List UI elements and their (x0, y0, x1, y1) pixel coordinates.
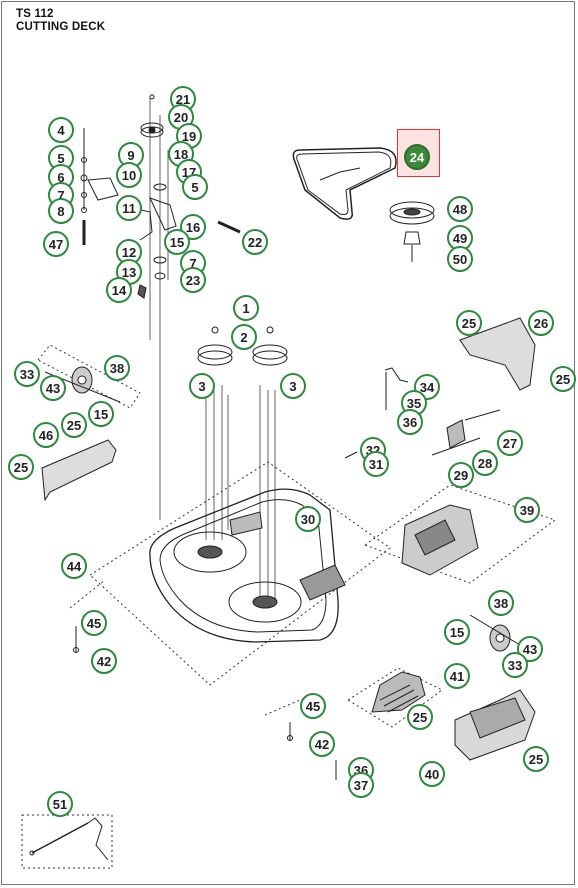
callout-28[interactable]: 28 (472, 450, 498, 476)
callout-47[interactable]: 47 (43, 231, 69, 257)
callout-25[interactable]: 25 (61, 412, 87, 438)
callout-8[interactable]: 8 (48, 198, 74, 224)
callout-3[interactable]: 3 (280, 373, 306, 399)
callout-42[interactable]: 42 (91, 648, 117, 674)
model-title: TS 112 (16, 8, 54, 20)
callout-30[interactable]: 30 (295, 506, 321, 532)
callout-25[interactable]: 25 (523, 746, 549, 772)
callout-14[interactable]: 14 (106, 277, 132, 303)
callout-17[interactable]: 17 (176, 159, 202, 185)
callout-46[interactable]: 46 (33, 422, 59, 448)
callout-33[interactable]: 33 (14, 361, 40, 387)
callout-15[interactable]: 15 (88, 401, 114, 427)
callout-25[interactable]: 25 (407, 704, 433, 730)
callout-23[interactable]: 23 (180, 267, 206, 293)
callout-43[interactable]: 43 (40, 375, 66, 401)
callout-33[interactable]: 33 (502, 652, 528, 678)
callout-45[interactable]: 45 (81, 610, 107, 636)
callout-11[interactable]: 11 (116, 195, 142, 221)
callout-29[interactable]: 29 (448, 462, 474, 488)
callout-25[interactable]: 25 (550, 366, 576, 392)
callout-50[interactable]: 50 (447, 246, 473, 272)
callout-1[interactable]: 1 (233, 295, 259, 321)
callout-39[interactable]: 39 (514, 497, 540, 523)
callout-36[interactable]: 36 (397, 409, 423, 435)
callout-40[interactable]: 40 (419, 761, 445, 787)
callout-51[interactable]: 51 (47, 791, 73, 817)
callout-27[interactable]: 27 (497, 430, 523, 456)
callout-10[interactable]: 10 (116, 162, 142, 188)
callout-41[interactable]: 41 (444, 663, 470, 689)
callout-31[interactable]: 31 (363, 451, 389, 477)
callout-4[interactable]: 4 (48, 117, 74, 143)
callout-26[interactable]: 26 (528, 310, 554, 336)
callout-48[interactable]: 48 (447, 196, 473, 222)
callout-42[interactable]: 42 (309, 731, 335, 757)
callout-22[interactable]: 22 (242, 229, 268, 255)
callout-15[interactable]: 15 (444, 619, 470, 645)
callout-25[interactable]: 25 (8, 454, 34, 480)
callout-12[interactable]: 12 (116, 239, 142, 265)
callout-3[interactable]: 3 (189, 373, 215, 399)
callout-45[interactable]: 45 (300, 693, 326, 719)
section-title: CUTTING DECK (16, 21, 106, 33)
callout-5[interactable]: 5 (182, 174, 208, 200)
callout-25[interactable]: 25 (456, 310, 482, 336)
callout-38[interactable]: 38 (104, 355, 130, 381)
callout-24-highlighted[interactable]: 24 (404, 144, 430, 170)
callout-15[interactable]: 15 (164, 229, 190, 255)
callout-2[interactable]: 2 (231, 324, 257, 350)
callout-38[interactable]: 38 (488, 590, 514, 616)
callout-37[interactable]: 37 (348, 772, 374, 798)
callout-44[interactable]: 44 (61, 553, 87, 579)
